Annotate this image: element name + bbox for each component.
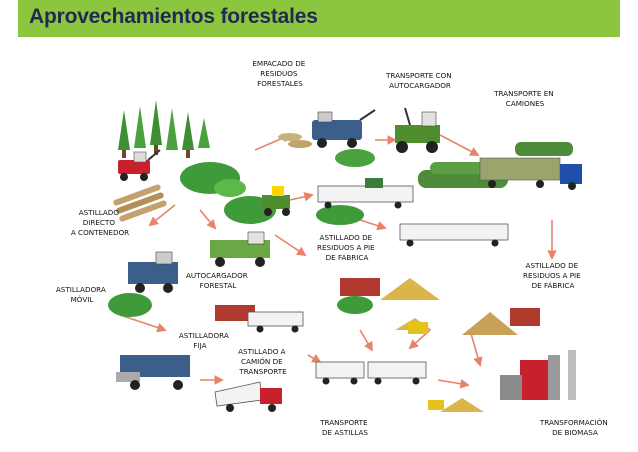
residue-piles — [108, 149, 375, 317]
container-truck-1 — [317, 178, 414, 209]
arrow-plant-to-biomass — [469, 329, 483, 367]
arrow-to-truck-1 — [289, 192, 314, 202]
autocargador-icon — [210, 231, 270, 267]
dump-truck-icon — [214, 381, 282, 412]
arrow-mobile-to-fixed — [119, 314, 167, 333]
forwarder-top-icon — [395, 107, 440, 153]
label-astillado-camion: ASTILLADO A CAMIÓN DE TRANSPORTE — [238, 347, 288, 376]
label-autocargador-forestal: AUTOCARGADOR FORESTAL — [186, 271, 250, 290]
container-truck-2 — [399, 223, 509, 247]
arrow-factory-to-chip — [359, 329, 373, 352]
arrow-to-biomass — [437, 379, 470, 389]
fixed-chipper-icon — [215, 305, 304, 333]
arrow-forest-to-forwarder — [199, 209, 217, 230]
arrow-to-chip-transport — [307, 353, 322, 363]
chipper-truck-icon — [116, 355, 190, 390]
label-astillado-residuos-fabrica-2: ASTILLADO DE RESIDUOS A PIE DE FÁBRICA — [523, 261, 583, 290]
chipper-forwarder-icon — [262, 186, 290, 216]
mobile-chipper-icon — [128, 251, 178, 293]
forest-trees — [118, 100, 210, 158]
label-empacado: EMPACADO DE RESIDUOS FORESTALES — [252, 59, 307, 88]
bale-truck-icon — [479, 157, 582, 190]
factory-chipping-center — [340, 278, 440, 334]
label-astillado-directo: ASTILLADO DIRECTO A CONTENEDOR — [71, 208, 129, 237]
arrow-forwarder-to-factory — [274, 234, 307, 257]
chip-transport-trucks — [315, 361, 427, 385]
label-astilladora-fija: ASTILLADORA FIJA — [179, 331, 231, 350]
header-bar: Aprovechamientos forestales — [18, 0, 620, 37]
arrow-forest-to-direct — [148, 204, 176, 227]
label-transformacion-biomasa: TRANSFORMACIÓN DE BIOMASA — [539, 418, 610, 437]
harvester-icon — [118, 149, 161, 181]
arrow-forwarder-to-trucks — [439, 134, 480, 156]
label-transporte-astillas: TRANSPORTE DE ASTILLAS — [319, 418, 370, 437]
log-pile-icon — [113, 184, 167, 222]
page-title: Aprovechamientos forestales — [29, 5, 318, 28]
factory-chipping-right — [462, 308, 540, 335]
arrow-to-truck-2 — [359, 219, 387, 231]
label-astilladora-movil: ASTILLADORA MÓVIL — [56, 285, 108, 304]
label-transporte-autocargador: TRANSPORTE CON AUTOCARGADOR — [385, 71, 454, 90]
label-transporte-camiones: TRANSPORTE EN CAMIONES — [493, 89, 556, 108]
baler-machine-icon — [278, 109, 376, 148]
label-astillado-residuos-fabrica-1: ASTILLADO DE RESIDUOS A PIE DE FÁBRICA — [317, 233, 377, 262]
biomass-plant-icon — [428, 350, 576, 412]
